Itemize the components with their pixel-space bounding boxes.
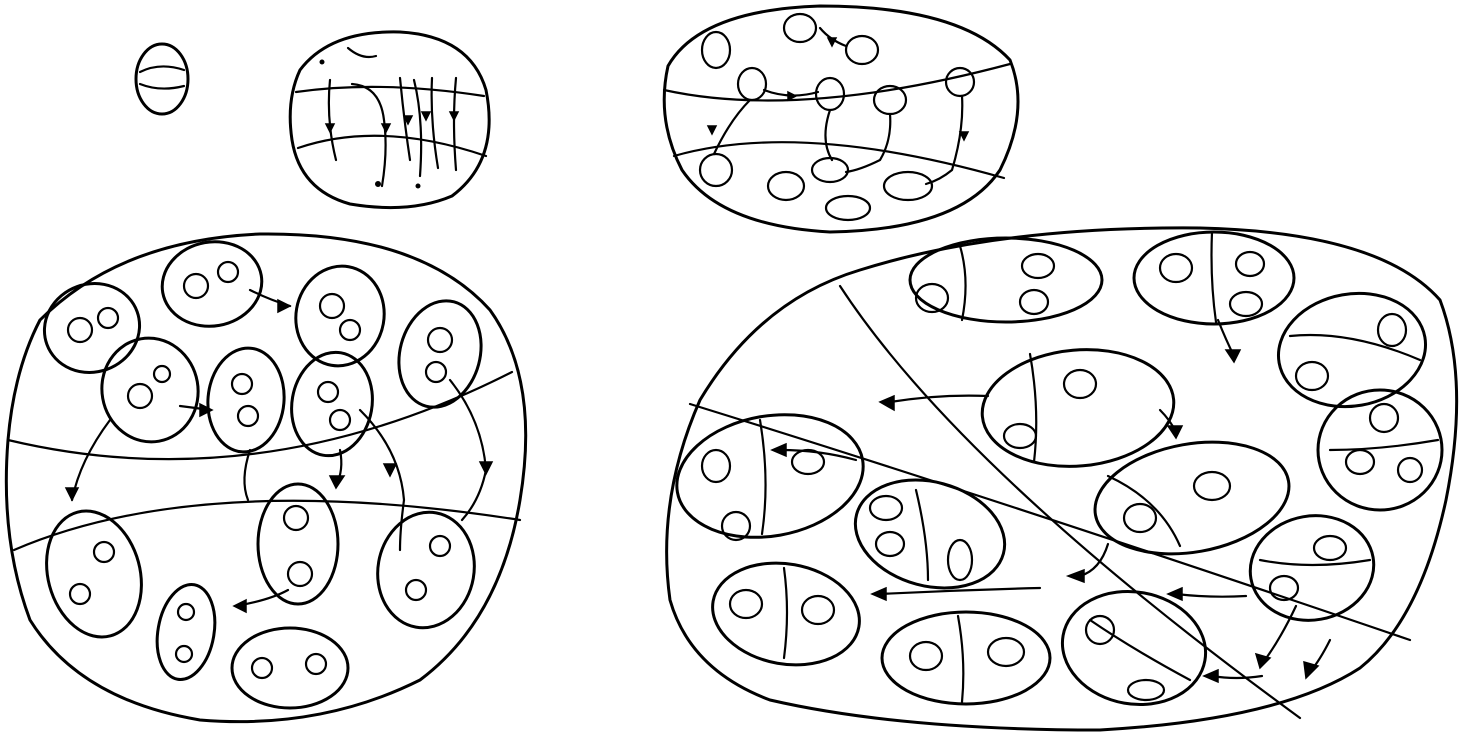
panel-grouped-clusters bbox=[6, 234, 525, 722]
cluster-cells-left bbox=[32, 234, 493, 708]
pair-cells bbox=[700, 14, 974, 220]
cluster-inner-nuclei bbox=[702, 252, 1422, 700]
cluster-cells-right bbox=[667, 232, 1442, 716]
panel-single-cell bbox=[136, 44, 188, 114]
panel-dispersed-pairs bbox=[664, 6, 1018, 232]
cluster-arrows-right bbox=[772, 320, 1330, 682]
panel-early-division bbox=[290, 32, 489, 208]
panel-complex-clusters bbox=[667, 228, 1457, 730]
